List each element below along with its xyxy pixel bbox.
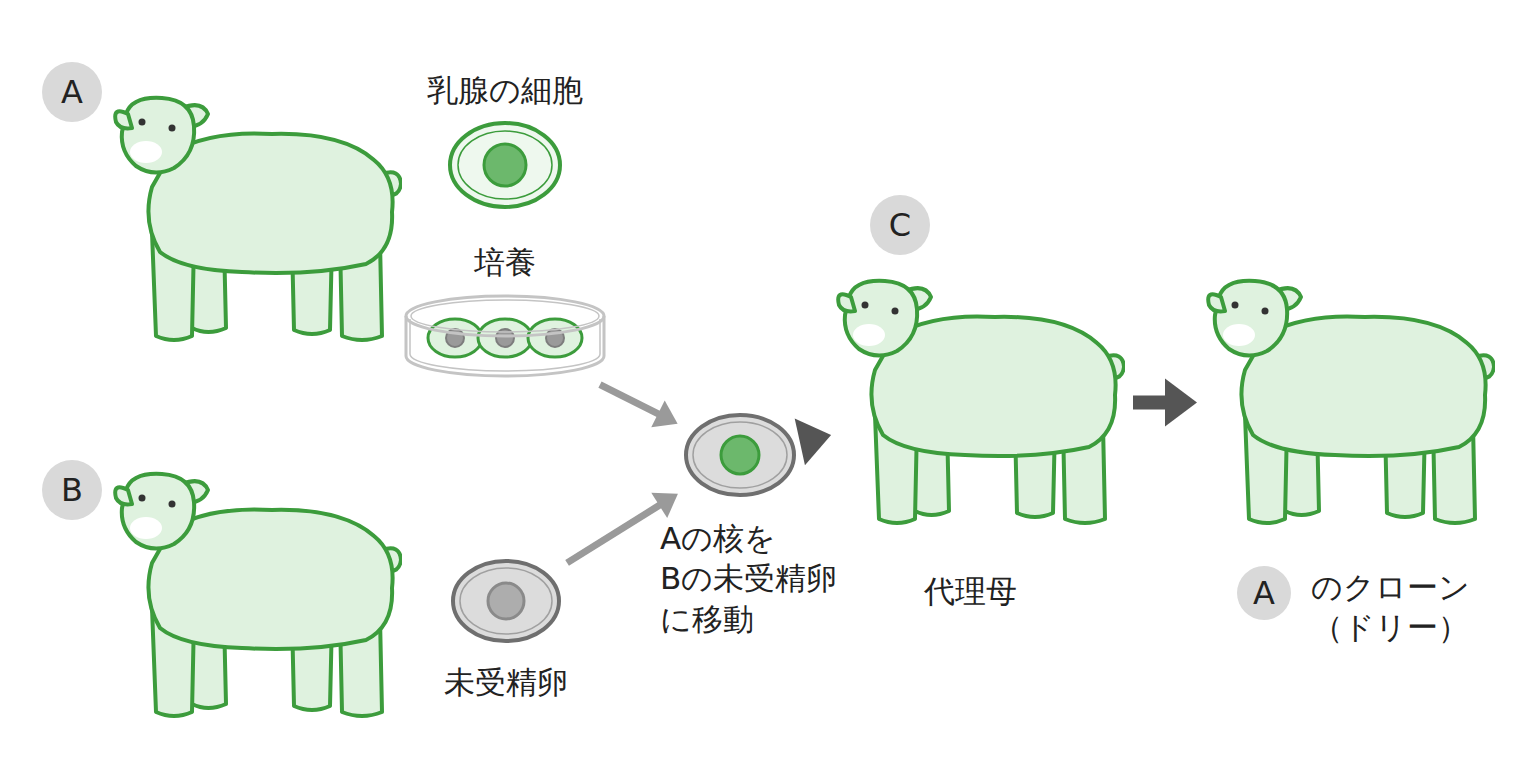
clone-sheep: のクローン （ドリー）: [1205, 275, 1495, 530]
sheep-figure: [835, 275, 1125, 530]
egg-cell: 未受精卵: [450, 558, 562, 644]
arrow-head: [795, 418, 831, 465]
node-label: 培養: [474, 242, 536, 282]
arrow-shaft: [600, 385, 660, 415]
transfer-cell: Aの核を Bの未受精卵 に移動: [683, 412, 797, 498]
arrow-shaft: [567, 504, 661, 563]
letter-badge: C: [870, 195, 930, 255]
badge-letter: C: [889, 209, 911, 241]
culture-dish: 培養: [400, 292, 610, 382]
cell-figure: [683, 412, 797, 498]
badge-letter: B: [61, 474, 83, 506]
letter-badge: A: [42, 62, 102, 122]
arrow-connector: [600, 385, 678, 428]
badge-letter: A: [61, 76, 83, 108]
arrow-shaft: [1133, 396, 1167, 410]
arrow-head: [1165, 379, 1197, 427]
sheep-a: [115, 98, 401, 340]
node-label: 未受精卵: [444, 662, 568, 702]
sheep-b: [115, 474, 401, 716]
arrow-head: [651, 400, 677, 427]
arrow-connector: [795, 418, 831, 465]
sheep-figure: [1205, 275, 1495, 530]
dish-figure: [400, 292, 610, 382]
node-label: のクローン （ドリー）: [1300, 567, 1480, 648]
arrow-head: [651, 493, 678, 518]
letter-badge: B: [42, 460, 102, 520]
cell-figure: [447, 120, 563, 210]
node-label: 代理母: [924, 571, 1017, 611]
arrow-connector: [1133, 379, 1197, 427]
badge-letter: A: [1253, 577, 1275, 609]
node-label: Aの核を Bの未受精卵 に移動: [660, 518, 860, 639]
node-label: 乳腺の細胞: [427, 70, 583, 110]
letter-badge: A: [1237, 566, 1291, 620]
mammary-cell: 乳腺の細胞: [447, 120, 563, 210]
surrogate-sheep: 代理母: [835, 275, 1125, 530]
cell-figure: [450, 558, 562, 644]
